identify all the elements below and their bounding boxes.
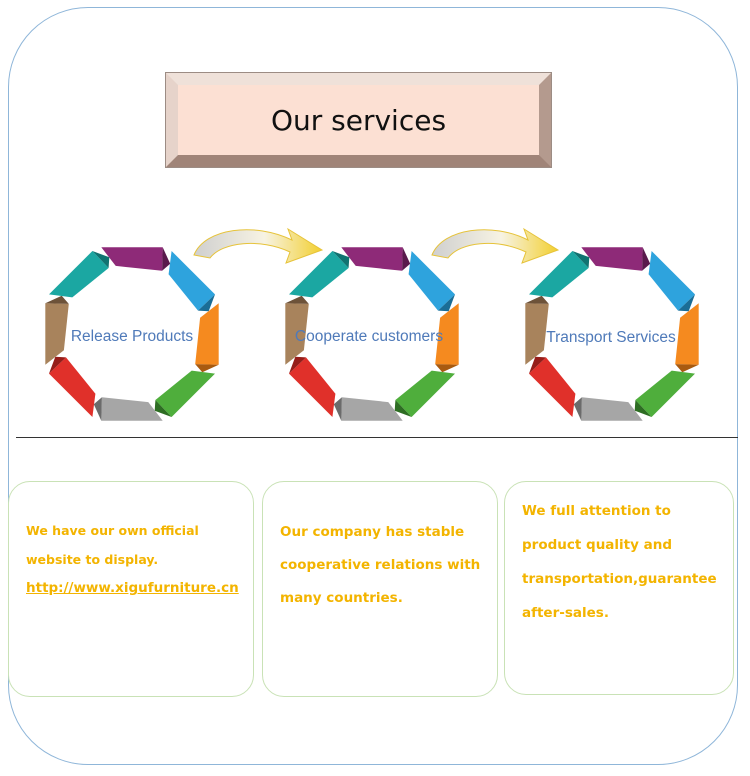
card-website-text: We have our own official website to disp… — [26, 516, 248, 603]
cycle-label-transport-services: Transport Services — [546, 329, 676, 346]
ribbon-fold — [634, 400, 652, 417]
ribbon-fold — [198, 294, 215, 312]
ribbon-fold — [438, 294, 455, 312]
ribbon-fold — [529, 356, 546, 374]
ribbon-fold — [394, 400, 412, 417]
ribbon-segment — [408, 251, 455, 311]
page-title: Our services — [270, 103, 447, 137]
cycle-transport-services — [525, 247, 699, 421]
ribbon-fold — [285, 295, 309, 304]
title-inner: Our services — [178, 85, 539, 155]
ribbon-segment — [45, 303, 69, 365]
ribbon-segment — [341, 397, 403, 421]
ribbon-fold — [332, 251, 350, 268]
flow-arrow-1 — [193, 227, 324, 264]
card-cooperation-line-1: Our company has stable — [280, 524, 465, 540]
ribbon-segment — [435, 303, 459, 365]
ribbon-fold — [678, 294, 695, 312]
cycle-release-products — [45, 247, 219, 421]
card-quality — [504, 481, 734, 695]
ribbon-fold — [93, 397, 102, 421]
ribbon-segment — [581, 397, 643, 421]
ribbon-segment — [155, 370, 215, 417]
ribbon-segment — [49, 357, 96, 417]
card-quality-line-2: product quality and — [522, 537, 673, 553]
card-website-line-1: We have our own official — [26, 523, 199, 538]
card-cooperation-text: Our company has stable cooperative relat… — [280, 516, 492, 615]
ribbon-segment — [101, 247, 163, 271]
ribbon-segment — [289, 251, 349, 298]
ribbon-segment — [529, 357, 576, 417]
ribbon-fold — [162, 247, 171, 271]
cycle-cooperate-customers — [285, 247, 459, 421]
cycle-label-cooperate-customers: Cooperate customers — [295, 328, 443, 345]
ribbon-segment — [395, 370, 455, 417]
outer-frame — [8, 7, 738, 765]
website-link[interactable]: http://www.xigufurniture.cn — [26, 580, 239, 596]
ribbon-fold — [154, 400, 172, 417]
ribbon-fold — [572, 251, 590, 268]
ribbon-fold — [435, 364, 459, 373]
ribbon-fold — [333, 397, 342, 421]
ribbon-segment — [581, 247, 643, 271]
ribbon-fold — [289, 356, 306, 374]
ribbon-fold — [642, 247, 651, 271]
card-quality-text: We full attention to product quality and… — [522, 494, 728, 630]
card-website — [8, 481, 254, 697]
section-divider — [16, 437, 738, 438]
ribbon-segment — [675, 303, 699, 365]
card-cooperation-line-2: cooperative relations with — [280, 557, 481, 573]
ribbon-segment — [525, 303, 549, 365]
ribbon-segment — [195, 303, 219, 365]
ribbon-fold — [45, 295, 69, 304]
ribbon-segment — [635, 370, 695, 417]
ribbon-fold — [525, 295, 549, 304]
card-quality-line-4: after-sales. — [522, 605, 609, 621]
title-box: Our services — [165, 72, 552, 168]
ribbon-fold — [195, 364, 219, 373]
card-quality-line-1: We full attention to — [522, 503, 671, 519]
ribbon-segment — [648, 251, 695, 311]
card-quality-line-3: transportation,guarantee — [522, 571, 717, 587]
card-cooperation — [262, 481, 498, 697]
ribbon-segment — [49, 251, 109, 298]
ribbon-fold — [92, 251, 110, 268]
ribbon-segment — [529, 251, 589, 298]
ribbon-segment — [285, 303, 309, 365]
ribbon-fold — [49, 356, 66, 374]
ribbon-segment — [289, 357, 336, 417]
ribbon-segment — [101, 397, 163, 421]
service-cycle-diagram: Release Products Cooperate customers Tra… — [45, 227, 699, 421]
card-website-line-2: website to display. — [26, 552, 159, 567]
flow-arrow-2 — [431, 227, 560, 264]
card-cooperation-line-3: many countries. — [280, 590, 403, 606]
ribbon-segment — [168, 251, 215, 311]
cycle-label-release-products: Release Products — [71, 328, 194, 345]
ribbon-fold — [573, 397, 582, 421]
ribbon-fold — [402, 247, 411, 271]
ribbon-segment — [341, 247, 403, 271]
ribbon-fold — [675, 364, 699, 373]
